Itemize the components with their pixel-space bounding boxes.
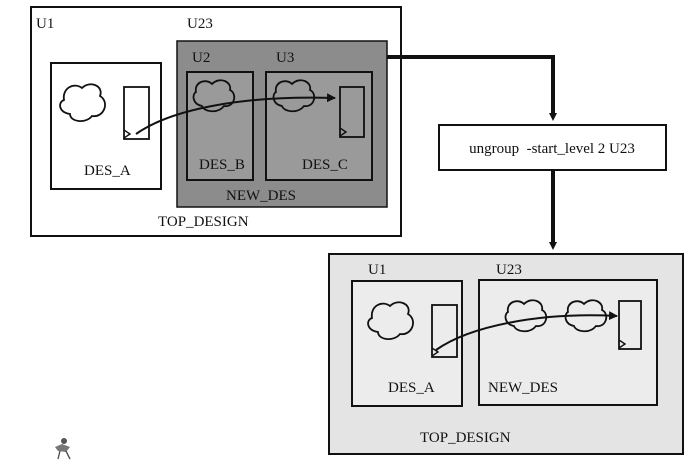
before-u1-design-label: DES_A bbox=[84, 163, 131, 179]
flow-arrow-to-command bbox=[387, 55, 557, 121]
before-u3-block: DES_C bbox=[265, 71, 373, 181]
command-text: ungroup -start_level 2 U23 bbox=[469, 141, 635, 157]
before-u3-design-label: DES_C bbox=[302, 157, 348, 173]
before-signal-path bbox=[135, 93, 336, 135]
after-u23-instance-label: U23 bbox=[496, 262, 522, 278]
before-u23-design-label: NEW_DES bbox=[226, 188, 296, 204]
decorative-figure-icon bbox=[55, 438, 71, 460]
after-u1-register bbox=[431, 304, 458, 358]
after-u23-design-label: NEW_DES bbox=[488, 380, 558, 396]
before-top-design-label: TOP_DESIGN bbox=[158, 214, 249, 230]
after-top-design-label: TOP_DESIGN bbox=[420, 430, 511, 446]
before-u3-register bbox=[339, 86, 365, 138]
before-u3-combinational-cloud bbox=[272, 79, 316, 113]
before-u1-block: DES_A bbox=[50, 62, 162, 190]
after-u1-block: DES_A bbox=[351, 280, 463, 407]
after-u1-combinational-cloud bbox=[367, 301, 414, 340]
before-u1-combinational-cloud bbox=[59, 83, 106, 122]
before-u1-instance-label: U1 bbox=[36, 16, 54, 32]
before-u1-register bbox=[123, 86, 150, 140]
before-u3-instance-label: U3 bbox=[276, 50, 294, 66]
after-u23-register bbox=[618, 300, 642, 350]
before-u2-instance-label: U2 bbox=[192, 50, 210, 66]
before-u2-block: DES_B bbox=[186, 71, 254, 181]
after-u1-instance-label: U1 bbox=[368, 262, 386, 278]
after-u23-block: NEW_DES bbox=[478, 279, 658, 406]
command-box: ungroup -start_level 2 U23 bbox=[438, 124, 667, 171]
after-signal-path bbox=[435, 311, 618, 351]
before-u23-instance-label: U23 bbox=[187, 16, 213, 32]
before-u2-design-label: DES_B bbox=[199, 157, 245, 173]
after-u1-design-label: DES_A bbox=[388, 380, 435, 396]
after-u23-combinational-cloud-1 bbox=[504, 299, 548, 333]
